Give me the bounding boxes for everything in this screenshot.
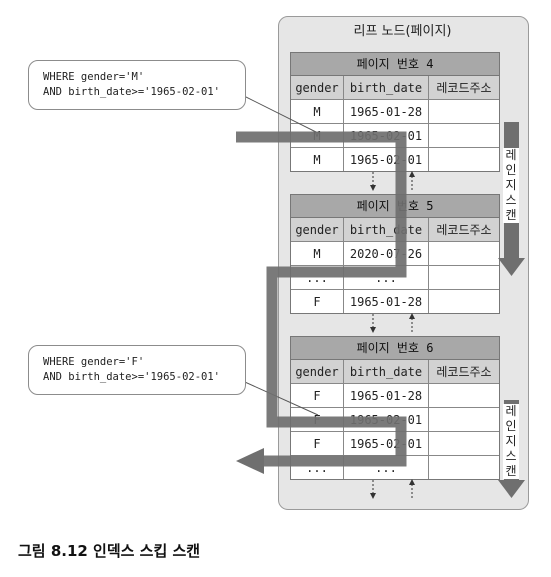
scan-label-char: 인 [503,163,519,178]
query-callout-male: WHERE gender='M' AND birth_date>='1965-0… [28,60,246,110]
scan-label-char: 스 [503,449,519,464]
query-line: WHERE gender='M' [43,71,145,83]
figure-caption: 그림 8.12 인덱스 스킵 스캔 [18,542,201,560]
column-header-gender: gender [291,76,344,100]
column-header-gender: gender [291,218,344,242]
table-row: M 2020-07-26 [291,241,499,266]
record-address-cell [428,147,499,171]
scan-label-char: 스 [503,193,519,208]
record-address-cell [428,431,499,456]
index-page-4: 페이지 번호 4 gender birth_date 레코드주소 M 1965-… [290,52,500,172]
page-table: gender birth_date 레코드주소 M 1965-01-28 M 1… [291,76,499,171]
page-title: 페이지 번호 5 [291,195,499,218]
scan-path-arrowhead [236,448,264,474]
scan-path [236,131,407,467]
gender-cell: F [291,431,344,456]
column-header-record-address: 레코드주소 [428,218,499,242]
range-scan-arrowhead-upper [498,258,525,276]
scan-label-char: 지 [503,434,519,449]
callout-pointer-line [235,91,319,134]
column-header-gender: gender [291,360,344,384]
query-line: WHERE gender='F' [43,356,145,368]
query-line: AND birth_date>='1965-02-01' [43,371,221,383]
page-title: 페이지 번호 6 [291,337,499,360]
table-header-row: gender birth_date 레코드주소 [291,218,499,242]
column-header-birth-date: birth_date [343,360,429,384]
column-header-record-address: 레코드주소 [428,360,499,384]
table-row: M 1965-02-01 [291,147,499,171]
table-row: F 1965-01-28 [291,383,499,408]
table-row: M 1965-01-28 [291,99,499,124]
scan-label-char: 캔 [503,464,519,479]
table-header-row: gender birth_date 레코드주소 [291,76,499,100]
scan-label-char: 레 [503,404,519,419]
record-address-cell [428,241,499,266]
table-header-row: gender birth_date 레코드주소 [291,360,499,384]
scan-label-char: 캔 [503,208,519,223]
scan-label-char: 인 [503,419,519,434]
scan-label-char: 지 [503,178,519,193]
birth-date-cell: 1965-01-28 [343,289,429,313]
record-address-cell [428,289,499,313]
table-row: M 1965-02-01 [291,123,499,148]
record-address-cell [428,265,499,290]
birth-date-cell: 1965-01-28 [343,99,429,124]
scan-label-char: 레 [503,148,519,163]
range-scan-arrowhead-lower [498,480,525,498]
record-address-cell [428,123,499,148]
query-callout-female: WHERE gender='F' AND birth_date>='1965-0… [28,345,246,395]
leaf-node-title: 리프 노드(페이지) [353,24,452,39]
table-row: F 1965-01-28 [291,289,499,313]
page-title: 페이지 번호 4 [291,53,499,76]
column-header-record-address: 레코드주소 [428,76,499,100]
query-line: AND birth_date>='1965-02-01' [43,86,221,98]
record-address-cell [428,455,499,479]
